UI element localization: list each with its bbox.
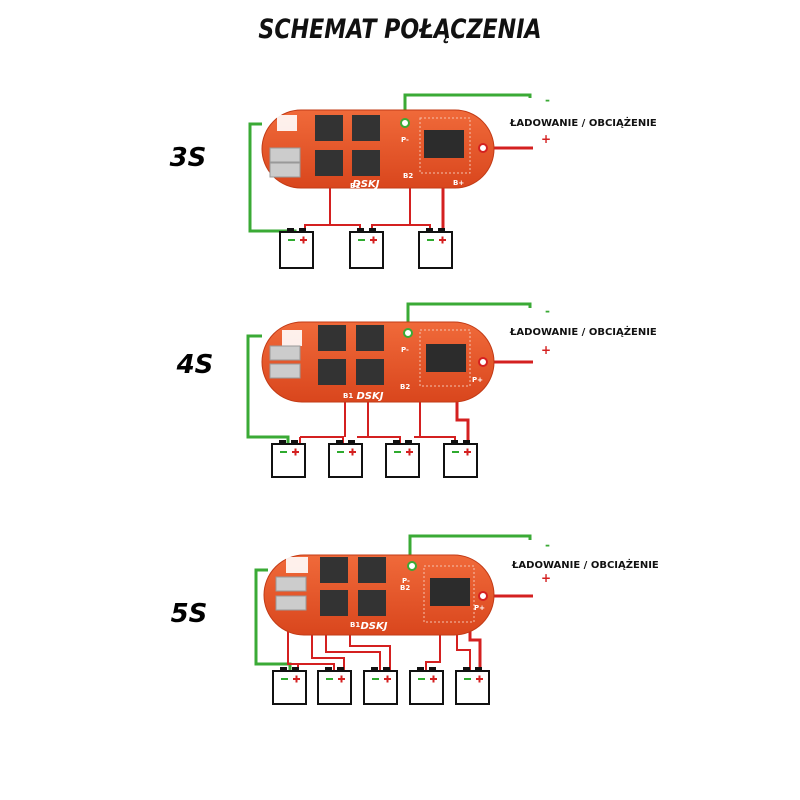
load-plus-sign: + <box>541 343 551 357</box>
load-plus-sign: + <box>541 132 551 146</box>
config-label: 4S <box>176 350 214 380</box>
battery-cell <box>272 667 307 705</box>
pad-pminus-label: P- <box>401 346 409 354</box>
config-label: 3S <box>170 143 207 173</box>
battery-cell <box>328 440 363 478</box>
battery-cell <box>409 667 444 705</box>
pad-pplus-label: P+ <box>472 376 483 384</box>
bms-board: DSKJ B1 B2 P+ P- <box>263 554 495 636</box>
config-4s: 4S <box>176 302 657 478</box>
bms-board: DSKJ B1 B2 B+ P- <box>261 109 495 190</box>
pad-b1-label: B1 <box>350 621 360 629</box>
wires <box>254 534 533 671</box>
load-label: ŁADOWANIE / OBCIĄŻENIE <box>511 557 659 571</box>
battery-cell <box>455 667 490 705</box>
pad-pminus-label: P- <box>402 577 410 585</box>
load-plus-sign: + <box>541 571 551 585</box>
battery-cell <box>271 440 306 478</box>
pad-bplus-label: B+ <box>453 179 464 187</box>
pad-b1-label: B1 <box>350 182 360 190</box>
pcb-brand: DSKJ <box>357 391 384 402</box>
pad-pminus-label: P- <box>401 136 409 144</box>
battery-cell <box>349 228 384 269</box>
page-title: SCHEMAT POŁĄCZENIA <box>258 14 542 45</box>
battery-cell <box>443 440 478 478</box>
config-3s: 3S <box>170 93 657 269</box>
battery-cell <box>385 440 420 478</box>
config-5s: 5S <box>171 534 659 705</box>
pad-b1-label: B1 <box>343 392 353 400</box>
cell-group <box>279 228 453 269</box>
pad-b2-label: B2 <box>403 172 413 180</box>
battery-cell <box>279 228 314 269</box>
battery-cell <box>317 667 352 705</box>
load-label: ŁADOWANIE / OBCIĄŻENIE <box>509 324 657 338</box>
load-minus-sign: - <box>545 538 550 552</box>
battery-cell <box>418 228 453 269</box>
pad-pplus-label: P+ <box>474 604 485 612</box>
battery-cell <box>363 667 398 705</box>
bms-board: DSKJ B1 B2 P+ P- <box>261 321 495 403</box>
pcb-brand: DSKJ <box>353 179 380 190</box>
pad-b2-label: B2 <box>400 584 410 592</box>
config-label: 5S <box>171 599 208 629</box>
pad-b2-label: B2 <box>400 383 410 391</box>
load-minus-sign: - <box>545 93 550 107</box>
load-minus-sign: - <box>545 304 550 318</box>
cell-group <box>271 440 478 478</box>
load-label: ŁADOWANIE / OBCIĄŻENIE <box>509 115 657 129</box>
cell-group <box>272 667 490 705</box>
pcb-brand: DSKJ <box>361 621 388 632</box>
